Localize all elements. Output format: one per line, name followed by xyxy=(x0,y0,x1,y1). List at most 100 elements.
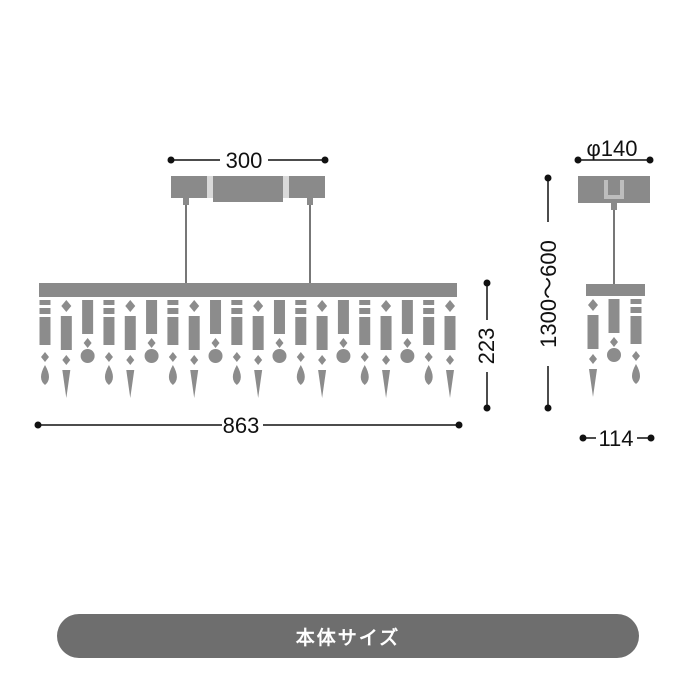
crystal-diamond xyxy=(190,355,199,365)
crystal-ball xyxy=(144,349,159,363)
side-crystals xyxy=(587,299,642,397)
crystal-diamond xyxy=(168,352,177,362)
crystal-drop xyxy=(360,365,369,385)
crystal-prism xyxy=(82,300,94,334)
crystal-prism xyxy=(231,317,243,345)
crystal-ball xyxy=(400,349,415,363)
crystal-prism xyxy=(124,316,136,350)
crystal-bead xyxy=(103,300,115,305)
crystal-diamond xyxy=(296,352,305,362)
crystal-diamond xyxy=(339,338,348,348)
crystal-prism xyxy=(252,316,264,350)
crystal-pendant xyxy=(316,300,328,398)
crystal-spear xyxy=(254,370,263,398)
crystal-spear xyxy=(382,370,391,398)
crystal-prism xyxy=(359,317,371,345)
crystal-pendant xyxy=(423,300,435,385)
crystal-pendant xyxy=(380,300,392,398)
crystal-pendant xyxy=(39,300,51,385)
crystal-drop xyxy=(296,365,305,385)
crystal-prism xyxy=(608,299,620,333)
crystal-prism xyxy=(423,317,435,345)
crystal-ball xyxy=(208,349,223,363)
crystal-bead xyxy=(423,300,435,305)
crystal-prism xyxy=(103,317,115,345)
canopy-width-label: 300 xyxy=(226,148,263,173)
crystal-drop xyxy=(424,365,433,385)
crystal-spear xyxy=(190,370,199,398)
crystal-pendant xyxy=(607,299,621,362)
crystal-diamond xyxy=(275,338,284,348)
crystal-ball xyxy=(607,348,621,362)
crystal-prism xyxy=(444,316,456,350)
side-fixture-bar xyxy=(586,284,645,296)
crystal-prism xyxy=(380,316,392,350)
crystal-diamond xyxy=(147,338,156,348)
crystal-diamond xyxy=(104,352,113,362)
crystal-spear xyxy=(62,370,71,398)
crystal-pendant xyxy=(336,300,351,363)
front-crystals xyxy=(39,300,456,398)
crystal-diamond xyxy=(318,355,327,365)
crystal-diamond xyxy=(317,300,328,312)
crystal-prism xyxy=(337,300,349,334)
crystal-spear xyxy=(126,370,135,398)
crystal-pendant xyxy=(124,300,136,398)
crystal-pendant xyxy=(359,300,371,385)
crystal-pendant xyxy=(231,300,243,385)
crystal-diamond xyxy=(126,355,135,365)
crystal-prism xyxy=(630,316,642,344)
crystal-pendant xyxy=(252,300,264,398)
crystal-bead xyxy=(423,308,435,314)
side-canopy xyxy=(578,176,650,284)
crystal-spear xyxy=(446,370,454,398)
crystal-diamond xyxy=(632,351,640,361)
crystal-prism xyxy=(146,300,158,334)
crystal-diamond xyxy=(189,300,200,312)
crystal-prism xyxy=(295,317,307,345)
fixture-bar xyxy=(39,283,457,297)
crystal-prism xyxy=(273,300,285,334)
crystal-bead xyxy=(231,300,243,305)
crystal-pendant xyxy=(295,300,307,385)
crystal-pendant xyxy=(400,300,415,363)
crystal-bead xyxy=(39,300,51,305)
drop-length-label: 1300〜600 xyxy=(536,240,561,348)
crystal-pendant xyxy=(444,300,456,398)
crystal-drop xyxy=(168,365,177,385)
front-view: 300 223 xyxy=(34,148,499,438)
crystal-pendant xyxy=(272,300,287,363)
crystal-bead xyxy=(167,308,179,314)
crystal-diamond xyxy=(211,338,220,348)
caption-text: 本体サイズ xyxy=(295,626,401,649)
crystal-bead xyxy=(295,308,307,314)
side-view: φ140 1300〜600 114 xyxy=(536,136,655,451)
crystal-pendant xyxy=(167,300,179,385)
crystal-prism xyxy=(167,317,179,345)
crystal-pendant xyxy=(208,300,223,363)
crystal-diamond xyxy=(125,300,136,312)
width-dimension: 863 xyxy=(34,413,463,438)
canopy-diameter-label: φ140 xyxy=(587,136,638,161)
crystal-prism xyxy=(210,300,222,334)
crystal-bead xyxy=(167,300,179,305)
crystal-diamond xyxy=(83,338,92,348)
front-canopy xyxy=(171,176,325,202)
crystal-diamond xyxy=(61,300,72,312)
crystal-pendant xyxy=(60,300,72,398)
crystal-diamond xyxy=(382,355,391,365)
canopy-diameter-dimension: φ140 xyxy=(574,136,654,164)
crystal-drop xyxy=(632,364,640,384)
crystal-ball xyxy=(80,349,95,363)
suspension-rods xyxy=(183,198,313,283)
crystal-bead xyxy=(630,299,642,304)
crystal-prism xyxy=(60,316,72,350)
crystal-spear xyxy=(589,369,597,397)
caption-bar: 本体サイズ xyxy=(57,614,639,658)
crystal-prism xyxy=(188,316,200,350)
crystal-drop xyxy=(232,365,241,385)
crystal-diamond xyxy=(424,352,433,362)
depth-label: 114 xyxy=(598,426,633,451)
crystal-bead xyxy=(103,308,115,314)
